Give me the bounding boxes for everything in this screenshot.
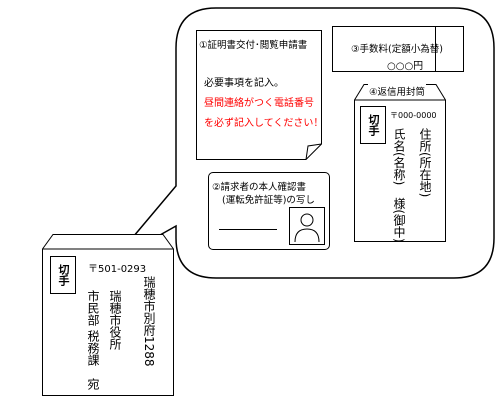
outer-envelope-stamp: 切手: [50, 256, 76, 294]
return-envelope-label: ④返信用封筒: [368, 84, 427, 98]
application-form-instruction: 必要事項を記入。: [204, 78, 284, 89]
fee-title: ③手数料(定額小為替): [351, 44, 443, 55]
return-envelope-stamp: 切手: [360, 106, 386, 144]
id-document-title: ②請求者の本人確認書: [212, 182, 307, 193]
application-form-title: ①証明書交付･閲覧申請書: [199, 40, 308, 51]
id-document-card: ②請求者の本人確認書 (運転免許証等)の写し: [208, 172, 330, 250]
fee-amount: ○○○円: [387, 61, 424, 72]
application-form: ①証明書交付･閲覧申請書 必要事項を記入。 昼間連絡がつく電話番号 を必ず記入し…: [196, 30, 324, 160]
fee-divider: [435, 27, 436, 71]
return-envelope-postal: 〒000-0000: [390, 111, 437, 120]
outer-envelope-department: 市民部 税務課 宛: [86, 290, 100, 390]
outer-envelope-city-hall: 瑞穂市役所: [108, 290, 122, 350]
id-document-name-line: [219, 229, 277, 230]
outer-envelope-address: 瑞穂市別府1288: [142, 276, 156, 367]
person-icon: [294, 213, 320, 243]
application-form-outline: [196, 30, 322, 160]
return-envelope-address: 住所(所在地): [418, 128, 432, 198]
outer-envelope: 切手 〒501-0293 瑞穂市別府1288 瑞穂市役所 市民部 税務課 宛: [42, 234, 174, 396]
return-envelope-name: 氏名(名称) 様(御中): [392, 128, 406, 243]
return-envelope-stamp-text: 切手: [367, 114, 380, 136]
outer-envelope-stamp-text: 切手: [57, 264, 70, 286]
outer-envelope-postal: 〒501-0293: [88, 264, 147, 275]
id-document-subtitle: (運転免許証等)の写し: [222, 195, 315, 206]
return-envelope: ④返信用封筒 切手 〒000-0000 住所(所在地) 氏名(名称) 様(御中): [354, 84, 446, 243]
id-photo-box: [289, 207, 325, 245]
application-form-warning-1: 昼間連絡がつく電話番号: [204, 98, 314, 109]
fee-box: ③手数料(定額小為替) ○○○円: [332, 26, 464, 72]
application-form-warning-2: を必ず記入してください！: [204, 118, 324, 129]
